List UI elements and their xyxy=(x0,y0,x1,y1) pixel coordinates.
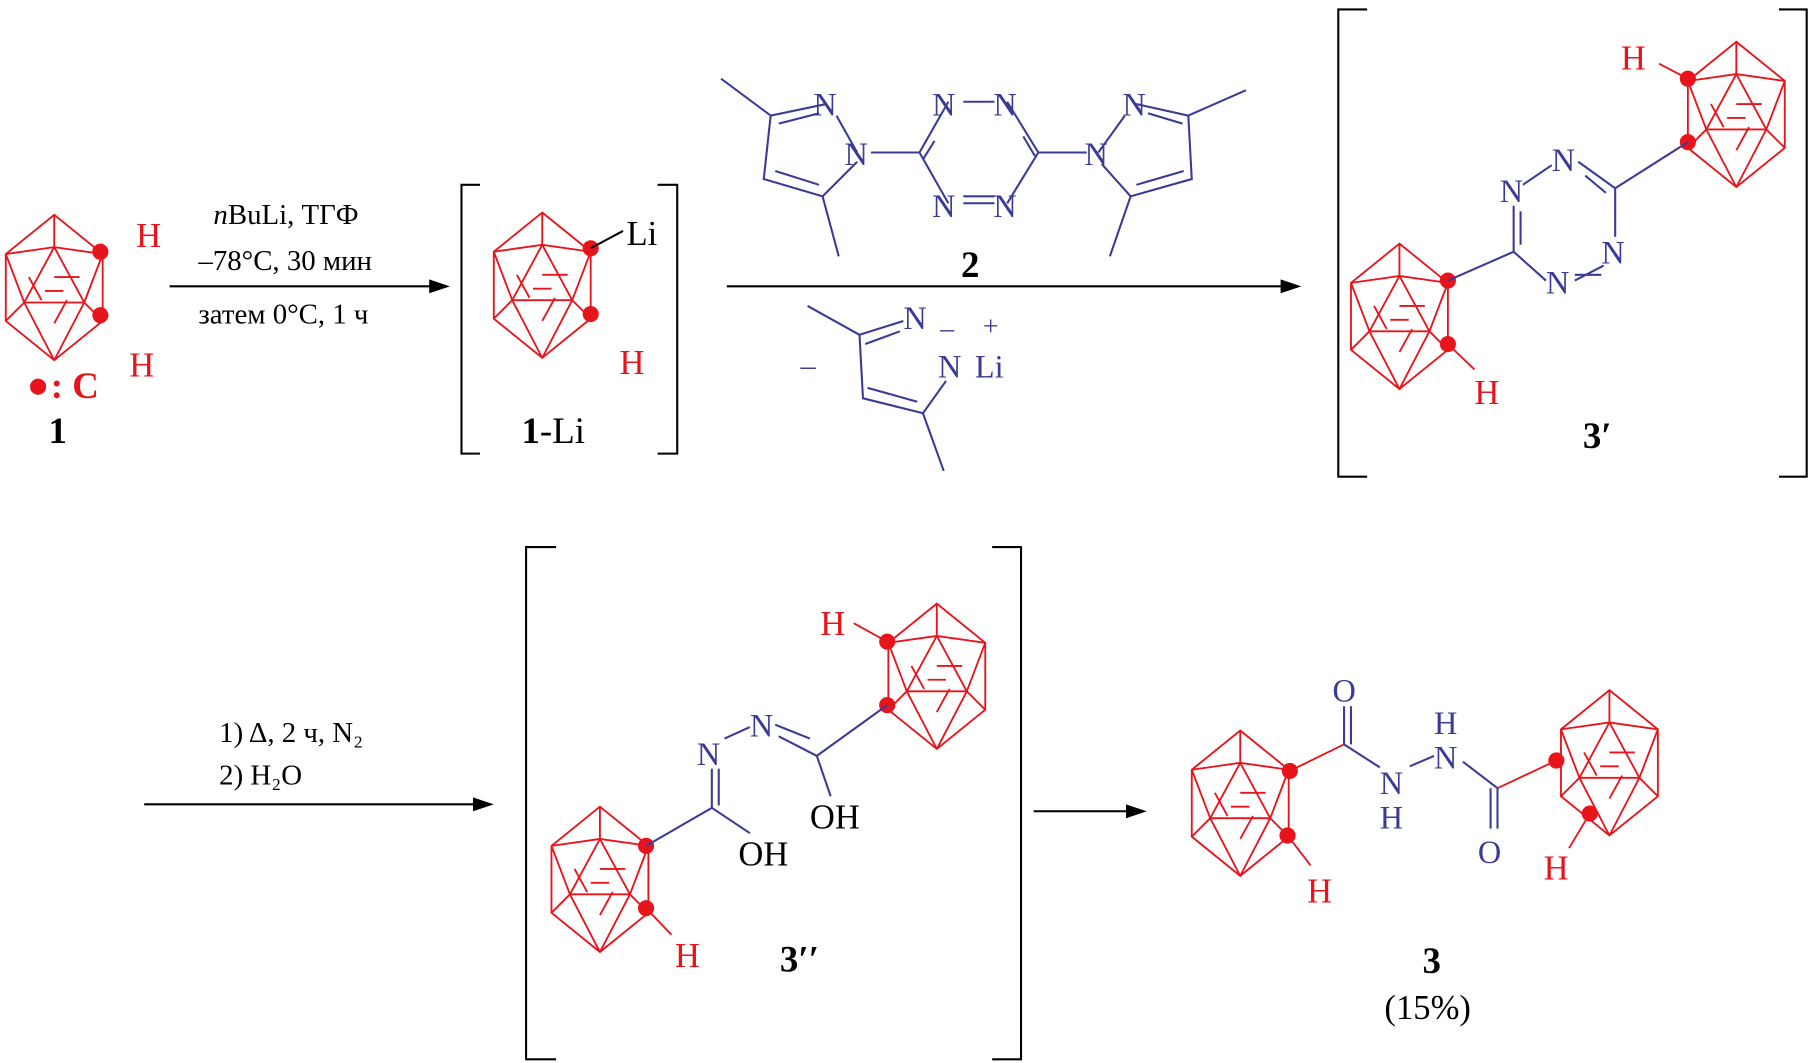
arrowhead xyxy=(1280,279,1302,294)
carborane-cluster xyxy=(4,213,109,362)
atom-h: H xyxy=(1380,800,1403,836)
atom-n: N xyxy=(993,188,1016,224)
atom-h: H xyxy=(129,346,154,384)
condition-line-1: nBuLi, ТГФ xyxy=(213,199,358,231)
carbon-atom-dot xyxy=(1279,827,1296,844)
tetrazine-reagent-2 xyxy=(720,77,1247,257)
condition-line-2: 2) H₂O xyxy=(219,760,302,792)
atom-h: H xyxy=(1544,849,1569,887)
yield-label: (15%) xyxy=(1384,989,1471,1027)
atom-n: N xyxy=(903,300,926,336)
carborane-cluster xyxy=(1679,40,1786,189)
dihydrazide-enol-3dprime xyxy=(645,704,888,847)
atom-n: N xyxy=(1500,173,1523,209)
atom-n: N xyxy=(697,736,720,772)
tetrazine-3prime xyxy=(1447,141,1689,282)
carbon-atom-dot xyxy=(582,305,599,323)
atom-n: N xyxy=(932,87,955,123)
carbon-atom-dot xyxy=(92,243,109,260)
atom-h: H xyxy=(620,344,645,382)
lithium-pyrazolide xyxy=(807,305,947,472)
compound-label-1li: 1-Li xyxy=(521,410,585,451)
charge-minus: – xyxy=(800,349,817,382)
charge-plus: + xyxy=(983,310,999,341)
carbon-atom-dot xyxy=(582,240,599,257)
atom-o: O xyxy=(1478,834,1501,870)
atom-h: H xyxy=(675,937,700,975)
atom-n: N xyxy=(993,87,1016,123)
carbon-legend-dot xyxy=(29,378,47,395)
condition-line-2: –78°C, 30 мин xyxy=(197,245,372,277)
atom-h: H xyxy=(1434,705,1457,741)
atom-n: N xyxy=(1552,142,1575,178)
compound-label-2: 2 xyxy=(961,244,979,285)
atom-n: N xyxy=(1601,234,1624,270)
charge-minus: – xyxy=(939,312,955,343)
carborane-cluster xyxy=(550,805,655,954)
atom-n: N xyxy=(938,348,961,384)
carborane-cluster xyxy=(879,602,987,751)
carborane-cluster xyxy=(1190,729,1298,878)
atom-n: N xyxy=(1084,136,1107,172)
dihydrazide-3 xyxy=(1289,706,1557,829)
atom-h: H xyxy=(1307,872,1332,910)
atom-n: N xyxy=(845,136,868,172)
atom-oh: OH xyxy=(810,799,860,837)
arrowhead xyxy=(429,279,450,294)
atom-h: H xyxy=(1621,39,1646,77)
atom-h: H xyxy=(1474,374,1499,412)
bracket-3prime xyxy=(1337,8,1808,478)
carborane-cluster xyxy=(1350,242,1456,391)
atom-o: O xyxy=(1333,673,1356,709)
arrowhead xyxy=(1126,804,1147,819)
atom-li: Li xyxy=(975,348,1004,384)
condition-line-3: затем 0°C, 1 ч xyxy=(198,298,368,330)
atom-n: N xyxy=(1434,740,1457,776)
atom-n: N xyxy=(932,188,955,224)
bracket-3dprime xyxy=(525,546,1023,1061)
atom-n: N xyxy=(1123,87,1146,123)
compound-label-1: 1 xyxy=(48,410,66,451)
carborane-cluster xyxy=(492,211,599,360)
atom-oh: OH xyxy=(738,835,788,873)
compound-label-3dprime: 3′′ xyxy=(780,939,819,980)
bracket-1li xyxy=(460,183,679,455)
carbon-atom-dot xyxy=(1281,762,1298,779)
atom-li: Li xyxy=(626,215,657,253)
atom-h: H xyxy=(136,217,161,255)
atom-n: N xyxy=(813,87,836,123)
carborane-cluster xyxy=(1548,688,1659,837)
atom-h: H xyxy=(820,605,845,643)
atom-n: N xyxy=(1546,264,1569,300)
carbon-atom-dot xyxy=(1679,70,1696,87)
atom-n: N xyxy=(1380,765,1403,801)
compound-label-3prime: 3′ xyxy=(1583,415,1612,456)
compound-label-3: 3 xyxy=(1423,940,1441,981)
condition-line-1: 1) Δ, 2 ч, N₂ xyxy=(219,717,363,749)
arrowhead xyxy=(473,797,494,812)
carbon-atom-dot xyxy=(1679,134,1696,151)
atom-n: N xyxy=(750,707,773,743)
carbon-legend-label: : C xyxy=(51,365,99,406)
carbon-atom-dot xyxy=(92,307,109,324)
